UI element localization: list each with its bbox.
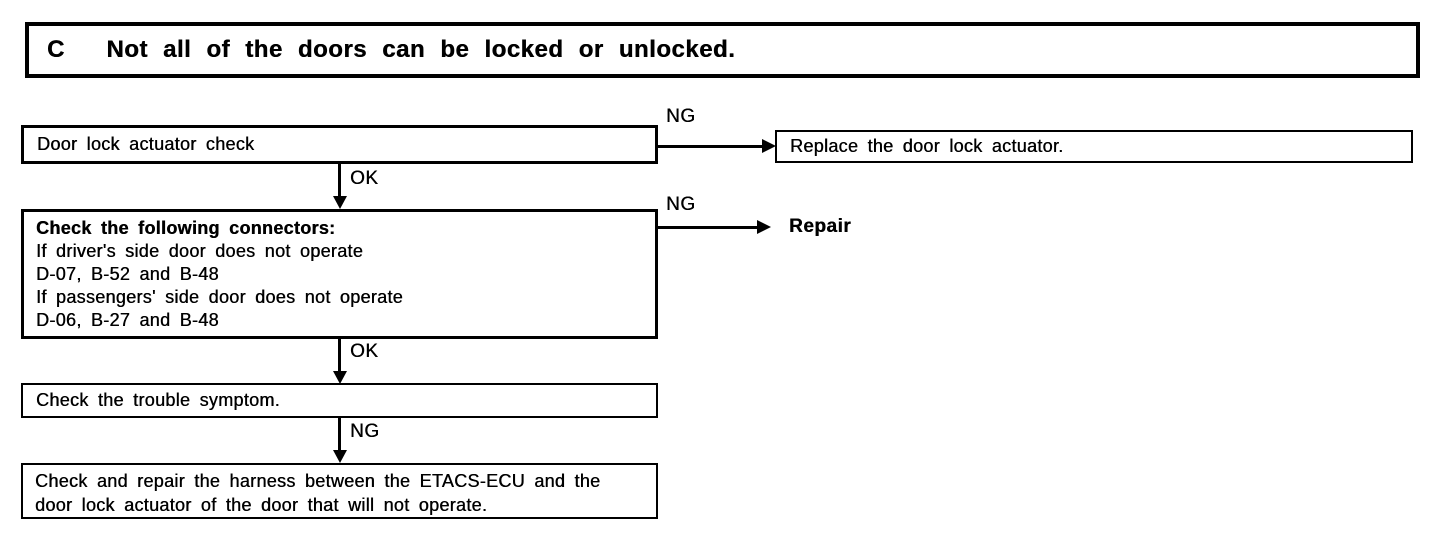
connector-check-line: D-06, B-27 and B-48 xyxy=(36,310,219,330)
flow-box-door-lock-actuator-check: Door lock actuator check xyxy=(21,125,658,164)
harness-repair-line: Check and repair the harness between the… xyxy=(35,471,601,491)
symptom-header-box: C Not all of the doors can be locked or … xyxy=(25,22,1420,78)
flow-box-text: Check the trouble symptom. xyxy=(36,390,280,410)
flow-box-replace-door-lock-actuator: Replace the door lock actuator. xyxy=(775,130,1413,163)
ok-connector-line xyxy=(338,163,341,197)
ng-branch-label: NG xyxy=(666,194,696,215)
flow-box-text: Door lock actuator check xyxy=(37,134,255,154)
ng-branch-label: NG xyxy=(350,421,380,442)
connector-check-line: If driver's side door does not operate xyxy=(36,241,364,261)
flow-box-check-repair-harness: Check and repair the harness between the… xyxy=(21,463,658,519)
flow-box-text: Replace the door lock actuator. xyxy=(790,136,1064,156)
arrowhead-down-icon xyxy=(333,450,347,463)
arrowhead-right-icon xyxy=(762,139,776,153)
ok-branch-label: OK xyxy=(350,341,379,362)
ng-connector-line xyxy=(657,145,764,148)
flow-box-check-connectors: Check the following connectors: If drive… xyxy=(21,209,658,339)
ok-connector-line xyxy=(338,338,341,372)
repair-result-text: Repair xyxy=(789,216,852,237)
ok-branch-label: OK xyxy=(350,168,379,189)
connector-check-heading: Check the following connectors: xyxy=(36,218,336,238)
arrowhead-down-icon xyxy=(333,371,347,384)
ng-branch-label: NG xyxy=(666,106,696,127)
connector-check-line: D-07, B-52 and B-48 xyxy=(36,264,219,284)
symptom-index-letter: C xyxy=(47,36,65,63)
connector-check-line: If passengers' side door does not operat… xyxy=(36,287,403,307)
ng-connector-line xyxy=(338,417,341,452)
arrowhead-right-icon xyxy=(757,220,771,234)
symptom-title: Not all of the doors can be locked or un… xyxy=(106,36,736,63)
harness-repair-line: door lock actuator of the door that will… xyxy=(35,495,488,515)
arrowhead-down-icon xyxy=(333,196,347,209)
flow-box-check-trouble-symptom: Check the trouble symptom. xyxy=(21,383,658,418)
ng-connector-line xyxy=(657,226,759,229)
